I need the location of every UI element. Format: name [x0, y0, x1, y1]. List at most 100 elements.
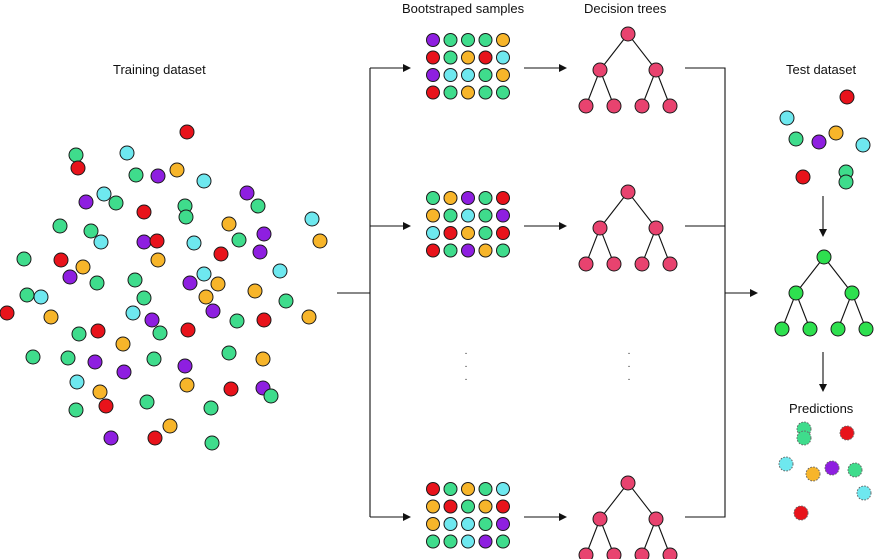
training-point [52, 218, 68, 234]
training-point [256, 312, 272, 328]
training-point [116, 364, 132, 380]
training-point [139, 394, 155, 410]
training-point [136, 290, 152, 306]
sample-point [461, 33, 475, 47]
training-point [247, 283, 263, 299]
sample-point [496, 85, 510, 100]
sample-point [426, 33, 440, 47]
sample-point [426, 50, 440, 65]
decision-trees-label: Decision trees [584, 1, 667, 16]
bootstrap-grid-3 [426, 482, 510, 549]
tree-node [662, 547, 678, 559]
test-dataset-points [779, 89, 871, 190]
sample-point [461, 208, 475, 223]
training-point [204, 435, 220, 451]
sample-point [478, 33, 493, 47]
tree-node [662, 98, 678, 114]
training-point [229, 313, 245, 329]
sample-point [496, 68, 510, 82]
training-point [108, 195, 124, 211]
training-point [169, 162, 185, 178]
training-point [205, 303, 221, 319]
tree-node [648, 511, 664, 527]
tree-node [634, 98, 650, 114]
merge-bracket [685, 67, 726, 518]
training-point [16, 251, 32, 267]
training-point [223, 381, 239, 397]
tree-node [620, 184, 636, 200]
training-point [186, 235, 202, 251]
sample-point [478, 208, 493, 223]
sample-point [461, 243, 475, 258]
training-point [162, 418, 178, 434]
sample-point [426, 482, 440, 496]
training-point [19, 287, 35, 303]
training-point [256, 226, 272, 242]
training-dataset-label: Training dataset [113, 62, 206, 77]
sample-point [461, 85, 475, 100]
sample-point [461, 482, 475, 496]
training-point [231, 232, 247, 248]
training-point [90, 323, 106, 339]
training-point [304, 211, 320, 227]
tree-edge [823, 256, 853, 294]
tree-node [802, 321, 818, 337]
sample-point [478, 499, 493, 514]
tree-node [606, 256, 622, 272]
sample-point [443, 85, 458, 100]
sample-point [461, 517, 475, 531]
sample-point [496, 50, 510, 65]
sample-point [443, 226, 458, 240]
training-point [136, 234, 152, 250]
sample-point [426, 517, 440, 531]
sample-point [461, 191, 475, 205]
training-point [178, 209, 194, 225]
tree-node [578, 256, 594, 272]
ellipsis-samples: . . . [464, 346, 468, 383]
tree-node [578, 547, 594, 559]
sample-point [496, 191, 510, 205]
sample-point [496, 499, 510, 514]
sample-point [443, 534, 458, 549]
bootstrap-grid-1 [426, 33, 510, 100]
sample-point [443, 50, 458, 65]
test-point [795, 169, 811, 185]
test-point [811, 134, 827, 150]
tree-node [592, 62, 608, 78]
training-point [221, 345, 237, 361]
sample-point [426, 243, 440, 258]
training-point [53, 252, 69, 268]
training-point [272, 263, 288, 279]
decision-tree-3 [578, 475, 678, 559]
test-point [855, 137, 871, 153]
final-forest-tree [774, 249, 874, 337]
sample-point [461, 226, 475, 240]
tree-node [830, 321, 846, 337]
prediction-point [824, 460, 840, 476]
sample-point [478, 191, 493, 205]
sample-point [426, 534, 440, 549]
prediction-point [847, 462, 863, 478]
prediction-point [793, 505, 809, 521]
tree-node [634, 547, 650, 559]
test-dataset-label: Test dataset [786, 62, 857, 77]
sample-point [443, 33, 458, 47]
training-point [43, 309, 59, 325]
training-point [96, 186, 112, 202]
training-point [149, 233, 165, 249]
training-point [179, 377, 195, 393]
sample-point [426, 226, 440, 240]
test-point [839, 89, 855, 105]
ellipsis-trees: . . . [627, 346, 631, 383]
sample-point [443, 499, 458, 514]
sample-point [426, 499, 440, 514]
training-point [0, 305, 15, 321]
training-point [125, 305, 141, 321]
training-point [62, 269, 78, 285]
training-point [179, 124, 195, 140]
sample-point [443, 208, 458, 223]
training-point [115, 336, 131, 352]
sample-point [461, 534, 475, 549]
sample-point [478, 68, 493, 82]
